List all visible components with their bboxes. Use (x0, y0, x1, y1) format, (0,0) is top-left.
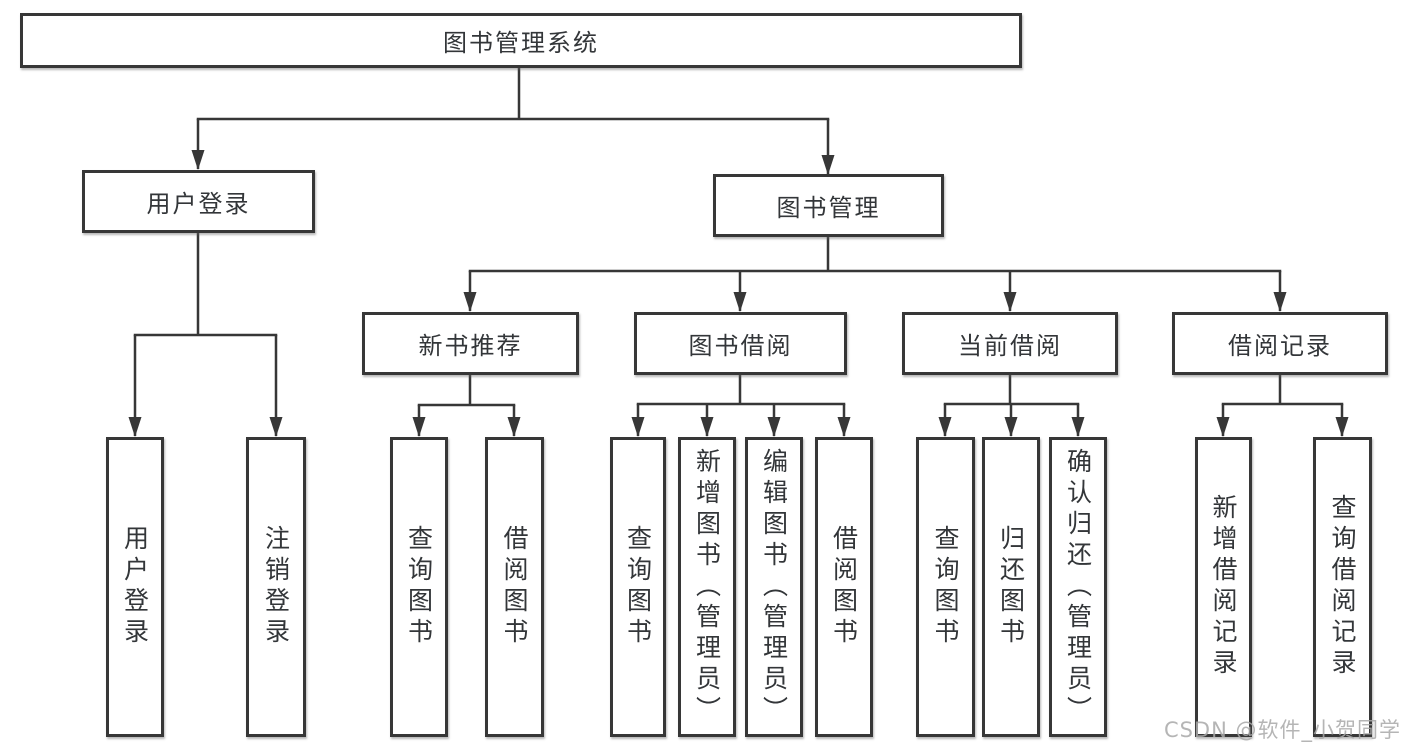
leaf-query-books-current-label: 查询图书 (931, 525, 960, 649)
leaf-logout-label: 注销登录 (261, 525, 291, 649)
node-user-login: 用户登录 (82, 170, 315, 233)
leaf-logout: 注销登录 (246, 437, 306, 737)
leaf-query-books-borrow-label: 查询图书 (623, 525, 653, 649)
leaf-query-books-current: 查询图书 (916, 437, 975, 737)
connector-new-book-children (412, 373, 521, 437)
connector-user-login-children (128, 231, 283, 437)
node-borrow-records: 借阅记录 (1172, 312, 1388, 375)
leaf-user-login-label: 用户登录 (120, 525, 150, 649)
node-current-borrow: 当前借阅 (902, 312, 1118, 375)
node-library-system: 图书管理系统 (20, 13, 1022, 68)
leaf-return-book-label: 归还图书 (996, 525, 1026, 649)
connector-root-to-level1 (191, 66, 835, 175)
leaf-query-books-recommend: 查询图书 (390, 437, 448, 737)
node-new-book-recommend: 新书推荐 (362, 312, 579, 375)
leaf-borrow-books-label: 借阅图书 (829, 525, 859, 649)
connector-book-borrow-children (631, 373, 851, 437)
leaf-borrow-books: 借阅图书 (815, 437, 873, 737)
connector-book-management-children (463, 235, 1287, 312)
leaf-edit-book-admin-label: 编辑图书（管理员） (759, 447, 789, 727)
leaf-add-book-admin: 新增图书（管理员） (678, 437, 736, 737)
connector-current-borrow-children (938, 373, 1085, 437)
leaf-add-borrow-record: 新增借阅记录 (1195, 437, 1252, 737)
leaf-edit-book-admin: 编辑图书（管理员） (745, 437, 803, 737)
node-book-borrow: 图书借阅 (634, 312, 847, 375)
leaf-return-book: 归还图书 (982, 437, 1040, 737)
csdn-watermark: CSDN @软件_小贺同学 (1163, 718, 1401, 742)
connector-borrow-record-children (1216, 373, 1349, 437)
leaf-user-login: 用户登录 (106, 437, 164, 737)
leaf-query-books-recommend-label: 查询图书 (404, 525, 434, 649)
node-book-management: 图书管理 (713, 174, 944, 237)
leaf-query-books-borrow: 查询图书 (610, 437, 666, 737)
leaf-confirm-return-admin: 确认归还（管理员） (1049, 437, 1107, 737)
leaf-borrow-books-recommend-label: 借阅图书 (500, 525, 529, 649)
leaf-add-borrow-record-label: 新增借阅记录 (1209, 494, 1238, 680)
leaf-confirm-return-admin-label: 确认归还（管理员） (1063, 447, 1093, 727)
leaf-query-borrow-record: 查询借阅记录 (1313, 437, 1372, 737)
leaf-add-book-admin-label: 新增图书（管理员） (692, 447, 722, 727)
leaf-query-borrow-record-label: 查询借阅记录 (1328, 494, 1357, 680)
leaf-borrow-books-recommend: 借阅图书 (485, 437, 544, 737)
